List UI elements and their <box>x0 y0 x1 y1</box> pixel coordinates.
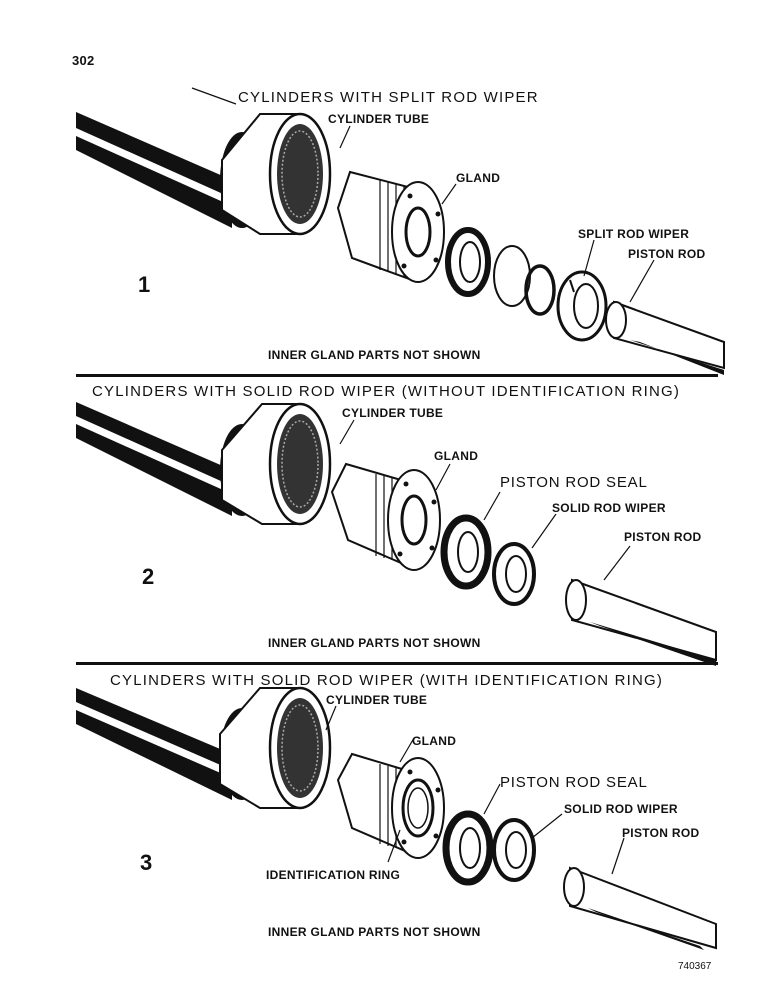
panel-3-label-cylinder-tube: CYLINDER TUBE <box>326 693 428 707</box>
panel-1-illustration <box>76 87 725 375</box>
panel-3-illustration <box>76 686 717 950</box>
solid-rod-wiper-drawing <box>492 542 536 606</box>
panel-2-number: 2 <box>142 564 155 589</box>
cylinder-tube-drawing <box>221 112 332 236</box>
seal-drawing <box>445 227 491 297</box>
panel-2-label-solid-rod-wiper: SOLID ROD WIPER <box>552 501 666 515</box>
cylinder-tube-drawing <box>219 686 332 810</box>
panel-1-heading: CYLINDERS WITH SPLIT ROD WIPER <box>238 89 539 106</box>
panel-3-heading: CYLINDERS WITH SOLID ROD WIPER (WITH IDE… <box>110 672 664 689</box>
panel-3-label-identification-ring: IDENTIFICATION RING <box>266 868 401 882</box>
panel-3-number: 3 <box>140 850 153 875</box>
panel-2-illustration <box>76 402 717 666</box>
panel-1-label-split-rod-wiper: SPLIT ROD WIPER <box>578 227 690 241</box>
divider-rule <box>76 374 718 377</box>
panel-2-label-cylinder-tube: CYLINDER TUBE <box>342 406 444 420</box>
panel-3-label-solid-rod-wiper: SOLID ROD WIPER <box>564 802 678 816</box>
piston-rod-drawing <box>605 300 725 375</box>
piston-rod-seal-drawing <box>442 810 494 886</box>
panel-1-note: INNER GLAND PARTS NOT SHOWN <box>268 348 481 362</box>
leader-lines <box>191 87 655 303</box>
backup-ring-drawing <box>493 245 531 307</box>
panel-1-label-cylinder-tube: CYLINDER TUBE <box>328 112 430 126</box>
panel-1-label-piston-rod: PISTON ROD <box>628 247 706 261</box>
panel-3-label-piston-rod-seal: PISTON ROD SEAL <box>500 774 648 791</box>
piston-rod-seal-drawing <box>440 514 492 590</box>
panel-1-number: 1 <box>138 272 151 297</box>
panel-3-label-piston-rod: PISTON ROD <box>622 826 700 840</box>
solid-rod-wiper-drawing <box>492 818 536 882</box>
panel-2-label-gland: GLAND <box>434 449 479 463</box>
divider-rule <box>76 662 718 665</box>
identification-ring-drawing <box>407 787 429 829</box>
o-ring-drawing <box>524 264 556 316</box>
piston-rod-drawing <box>563 866 717 950</box>
leader-lines <box>325 705 625 875</box>
panel-1-label-gland: GLAND <box>456 171 501 185</box>
piston-rod-drawing <box>565 578 717 666</box>
panel-3-note: INNER GLAND PARTS NOT SHOWN <box>268 925 481 939</box>
panel-3-label-gland: GLAND <box>412 734 457 748</box>
catalog-code: 740367 <box>678 961 712 972</box>
panel-2-label-piston-rod-seal: PISTON ROD SEAL <box>500 474 648 491</box>
leader-lines <box>339 419 631 581</box>
gland-drawing <box>336 170 445 283</box>
split-rod-wiper-drawing <box>556 270 608 342</box>
gland-drawing <box>336 752 445 859</box>
panel-2-heading: CYLINDERS WITH SOLID ROD WIPER (WITHOUT … <box>92 383 681 400</box>
page-number: 302 <box>72 53 95 68</box>
panel-2-note: INNER GLAND PARTS NOT SHOWN <box>268 636 481 650</box>
cylinder-tube-drawing <box>221 402 332 526</box>
panel-2-label-piston-rod: PISTON ROD <box>624 530 702 544</box>
gland-drawing <box>330 462 441 571</box>
